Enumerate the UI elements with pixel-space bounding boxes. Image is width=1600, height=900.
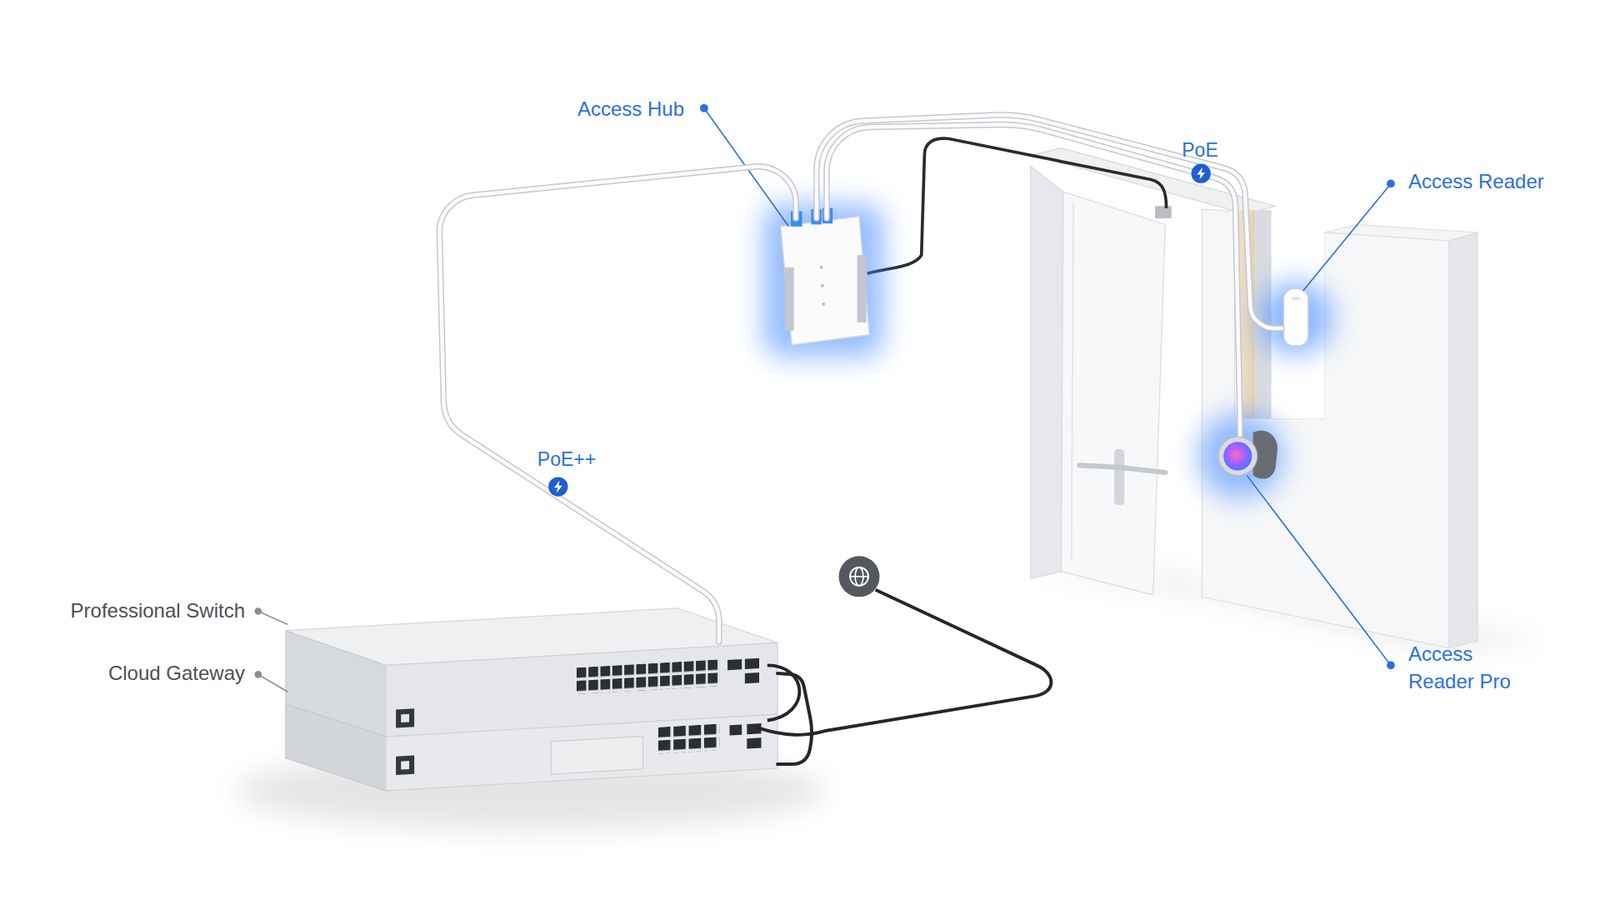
device-label: Professional Switch: [70, 598, 245, 624]
cable: [439, 166, 796, 642]
leader-line: [258, 674, 289, 692]
gateway-face: [385, 714, 778, 791]
device-label: Access Hub: [577, 96, 685, 122]
cable-stroke: [777, 673, 812, 765]
professional-switch-device: [285, 608, 778, 737]
reader-lens: [1223, 441, 1252, 470]
power-badge: [548, 476, 568, 496]
leader-line: [258, 610, 289, 625]
leader-line: [1246, 475, 1391, 666]
cable: [826, 124, 1240, 435]
lock-wire: [867, 138, 1167, 274]
switch-logo: [395, 708, 415, 728]
sfp-port: [727, 659, 742, 670]
access-reader-device: [1283, 289, 1308, 347]
bolt-symbol: [1196, 167, 1205, 180]
reader-led: [1291, 296, 1300, 300]
globe-badge: [839, 555, 880, 597]
leader-dot: [1386, 180, 1395, 189]
device-label: Cloud Gateway: [108, 660, 245, 686]
cable-stroke: [826, 124, 1240, 435]
cable-stroke: [439, 166, 796, 642]
reader-ring: [1218, 436, 1258, 476]
wall-side: [1449, 232, 1478, 648]
gateway-side: [285, 704, 386, 791]
door-groove: [1071, 201, 1074, 561]
door-strike: [1155, 205, 1172, 219]
internet-cable: [757, 590, 1052, 735]
gateway-ports: [658, 723, 720, 754]
cable-stroke: [816, 115, 1282, 329]
cable: [816, 115, 1282, 329]
leader-dot: [700, 104, 709, 113]
device-glow: [1259, 281, 1333, 355]
drive-bay: [550, 736, 643, 775]
terminal-block: [857, 255, 867, 323]
cloud-gateway-device: [285, 704, 778, 791]
device-glow: [763, 204, 884, 358]
hub-body: [780, 216, 870, 345]
internet-globe: [839, 555, 880, 597]
cable-label: PoE++: [537, 447, 596, 471]
access-reader-pro-device: [1218, 430, 1278, 480]
sfp-port: [745, 672, 760, 684]
power-icon: [548, 476, 568, 496]
cable-stroke: [826, 124, 1240, 435]
leader-dot: [255, 607, 263, 615]
cable-stroke: [439, 166, 796, 642]
device-node: Access Hub: [780, 218, 870, 344]
device-label: Access Reader Pro: [1408, 640, 1525, 695]
door-handle-plate: [1114, 449, 1125, 505]
globe-icon: [850, 575, 869, 578]
bolt-symbol: [554, 480, 563, 494]
device-node: Access Reader Pro: [1216, 435, 1280, 479]
cable: [777, 673, 812, 765]
device-node: Cloud Gateway: [285, 736, 778, 792]
gateway-logo: [400, 760, 410, 770]
globe-icon: [850, 567, 869, 586]
leader-dot: [255, 670, 263, 679]
device-node: Access Reader: [1281, 287, 1310, 348]
status-led: [821, 302, 825, 306]
door-handle: [1080, 465, 1166, 473]
leader-line: [1303, 183, 1391, 291]
power-badge: [1191, 164, 1211, 184]
status-led: [820, 284, 825, 288]
status-led: [820, 265, 824, 270]
gateway-logo: [395, 755, 415, 775]
switch-ports: [576, 659, 720, 695]
sfp-port: [745, 658, 760, 670]
leader-dot: [1386, 660, 1395, 670]
power-icon: [1191, 164, 1211, 184]
access-hub-device: [780, 208, 870, 345]
door-panel: [1060, 191, 1165, 595]
leader-lines: [255, 104, 1395, 692]
door-edge: [1030, 166, 1064, 580]
terminal-block: [785, 267, 795, 331]
cable-stroke: [816, 115, 1282, 329]
device-label: Access Reader: [1408, 169, 1545, 195]
sfp-port: [746, 737, 761, 749]
gateway-front: [385, 714, 778, 791]
cable-label: PoE: [1181, 138, 1218, 162]
wan-port: [730, 724, 743, 735]
switch-logo: [400, 714, 410, 723]
device-node: Professional Switch: [285, 641, 778, 735]
